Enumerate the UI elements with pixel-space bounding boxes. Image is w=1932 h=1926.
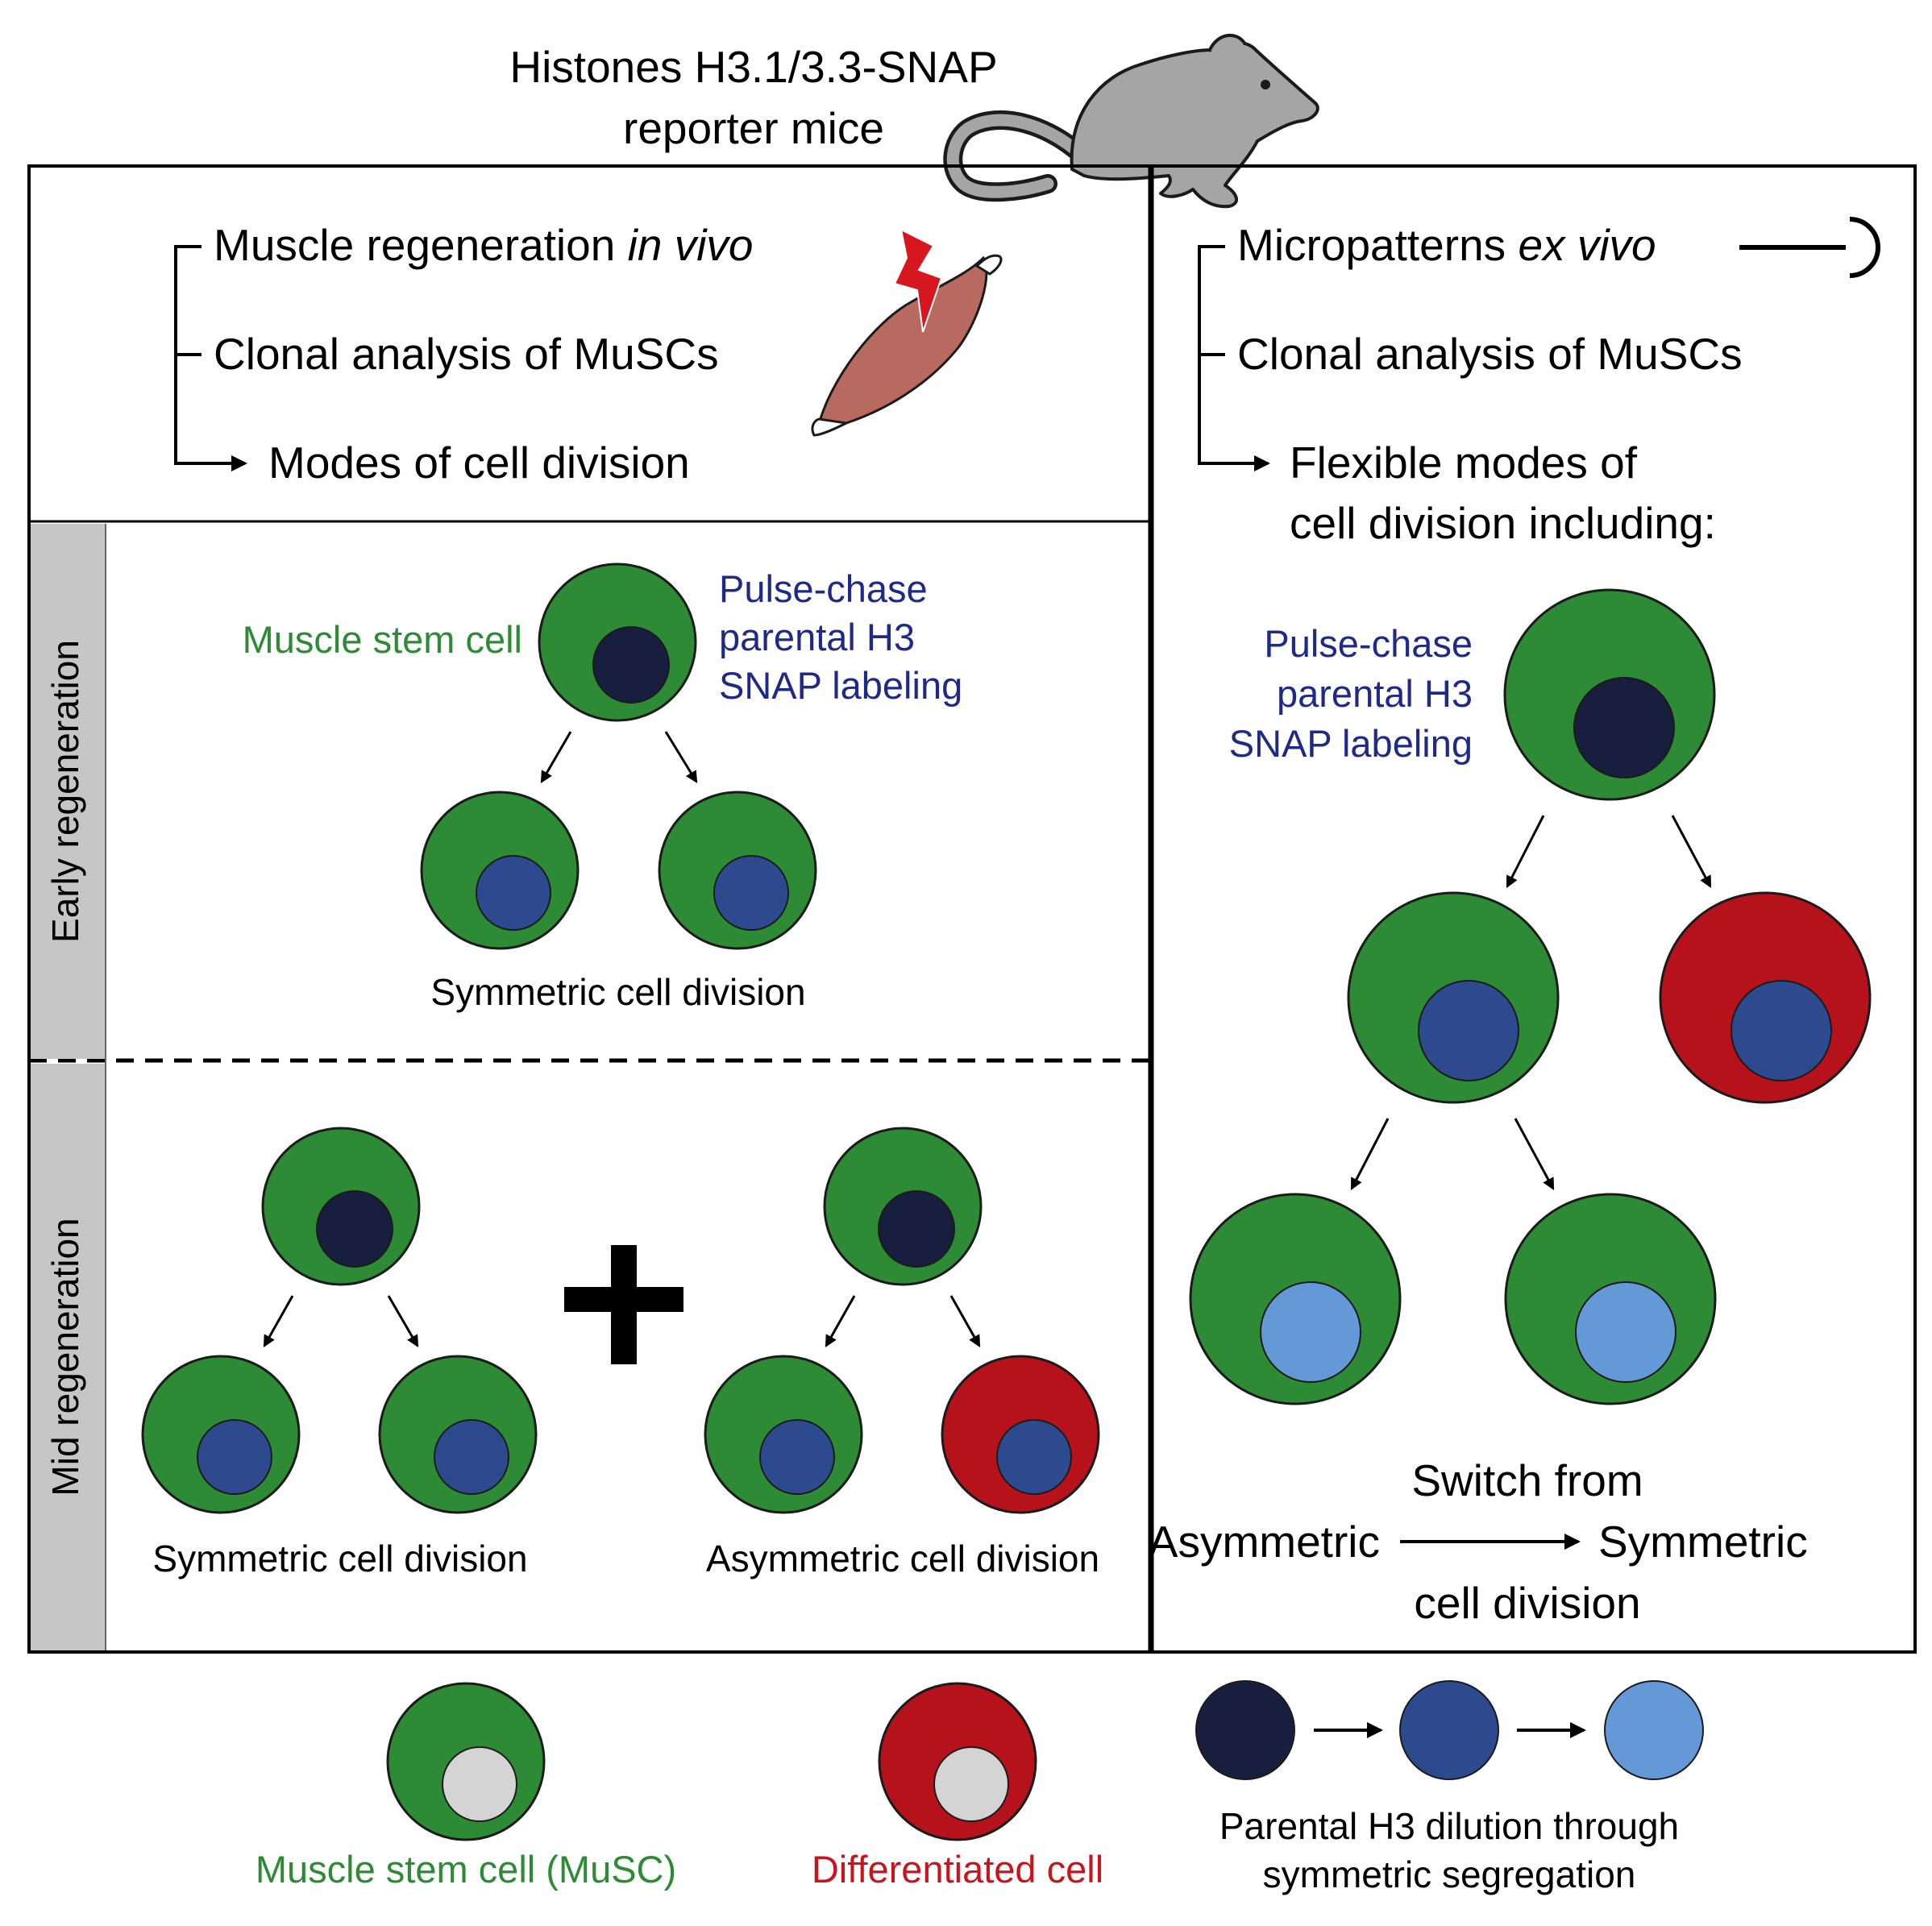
- mid-sym-caption: Symmetric cell division: [152, 1538, 527, 1579]
- early-arrow-left: [540, 731, 572, 783]
- right-pulse-label-3: SNAP labeling: [1229, 722, 1473, 765]
- early-arrow-right: [664, 731, 698, 783]
- plus-icon: [564, 1245, 683, 1364]
- mid-asym-daughter-differentiated: [941, 1355, 1100, 1514]
- right-arrow-3: [1350, 1118, 1390, 1190]
- mid-asym-caption: Asymmetric cell division: [706, 1538, 1099, 1579]
- legend-musc-cell: [386, 1682, 546, 1841]
- mid-sym-parent-cell: [261, 1127, 421, 1286]
- early-daughter-cell-right: [658, 791, 817, 950]
- right-pulse-label-2: parental H3: [1277, 672, 1473, 715]
- muscle-stem-cell-label: Muscle stem cell: [243, 618, 522, 661]
- panel-frames: [27, 164, 1917, 1654]
- switch-to-label: Symmetric: [1598, 1517, 1808, 1567]
- left-header-item-3: Modes of cell division: [268, 438, 690, 488]
- mid-sym-arrow-left: [263, 1295, 294, 1347]
- switch-from-label: Asymmetric: [1149, 1517, 1380, 1567]
- right-gen2-stem-cell-left: [1189, 1193, 1402, 1405]
- legend-musc-label: Muscle stem cell (MuSC): [256, 1848, 676, 1891]
- right-gen1-stem-cell: [1347, 891, 1560, 1104]
- right-arrow-4: [1514, 1118, 1555, 1190]
- early-parent-cell: [538, 562, 697, 722]
- right-header-item-3-line-1: Flexible modes of: [1290, 438, 1638, 488]
- mid-asym-parent-cell: [823, 1127, 983, 1286]
- mid-sym-daughter-right: [378, 1355, 538, 1514]
- legend-dilution-line-2: symmetric segregation: [1263, 1853, 1636, 1895]
- legend-dilution-series: [1195, 1680, 1704, 1780]
- early-pulse-label-1: Pulse-chase: [719, 567, 928, 610]
- right-arrow-1: [1506, 815, 1545, 889]
- switch-line-3: cell division: [1414, 1578, 1640, 1628]
- sidebar-mid: [31, 1064, 105, 1650]
- right-parent-cell: [1503, 588, 1716, 801]
- right-header-item-2: Clonal analysis of MuSCs: [1237, 329, 1743, 379]
- sidebar-early: [31, 524, 105, 1059]
- mid-sym-arrow-right: [387, 1295, 419, 1347]
- title-line-2: reporter mice: [623, 103, 884, 153]
- left-header-item-2: Clonal analysis of MuSCs: [214, 329, 719, 379]
- mid-sym-daughter-left: [141, 1355, 301, 1514]
- right-header-item-1: Micropatterns ex vivo: [1237, 220, 1656, 270]
- legend-differentiated-label: Differentiated cell: [812, 1848, 1103, 1891]
- mid-asym-arrow-left: [825, 1295, 856, 1347]
- legend-dilution-line-1: Parental H3 dilution through: [1219, 1805, 1679, 1847]
- right-header-bracket: [1198, 245, 1270, 471]
- legend-differentiated-cell: [878, 1682, 1037, 1841]
- early-pulse-label-2: parental H3: [719, 616, 915, 658]
- title-line-1: Histones H3.1/3.3-SNAP: [509, 42, 997, 92]
- early-regeneration-label: Early regeneration: [44, 640, 86, 943]
- right-header-item-3-line-2: cell division including:: [1290, 498, 1716, 548]
- left-header-bracket: [174, 245, 247, 471]
- injured-muscle-icon: [811, 228, 1003, 437]
- mid-asym-daughter-stem: [704, 1355, 863, 1514]
- right-gen2-stem-cell-right: [1504, 1193, 1717, 1405]
- right-gen1-differentiated-cell: [1659, 891, 1872, 1104]
- right-arrow-2: [1671, 815, 1712, 888]
- mid-asym-arrow-right: [949, 1295, 981, 1347]
- early-pulse-label-3: SNAP labeling: [719, 664, 962, 707]
- early-caption: Symmetric cell division: [430, 971, 805, 1013]
- mouse-icon: [943, 33, 1319, 209]
- right-pulse-label-1: Pulse-chase: [1264, 622, 1473, 665]
- micropattern-symbol-icon: [1739, 217, 1880, 278]
- switch-line-1: Switch from: [1411, 1455, 1643, 1505]
- early-daughter-cell-left: [420, 791, 580, 950]
- left-header-item-1: Muscle regeneration in vivo: [214, 220, 754, 270]
- mid-regeneration-label: Mid regeneration: [44, 1218, 86, 1496]
